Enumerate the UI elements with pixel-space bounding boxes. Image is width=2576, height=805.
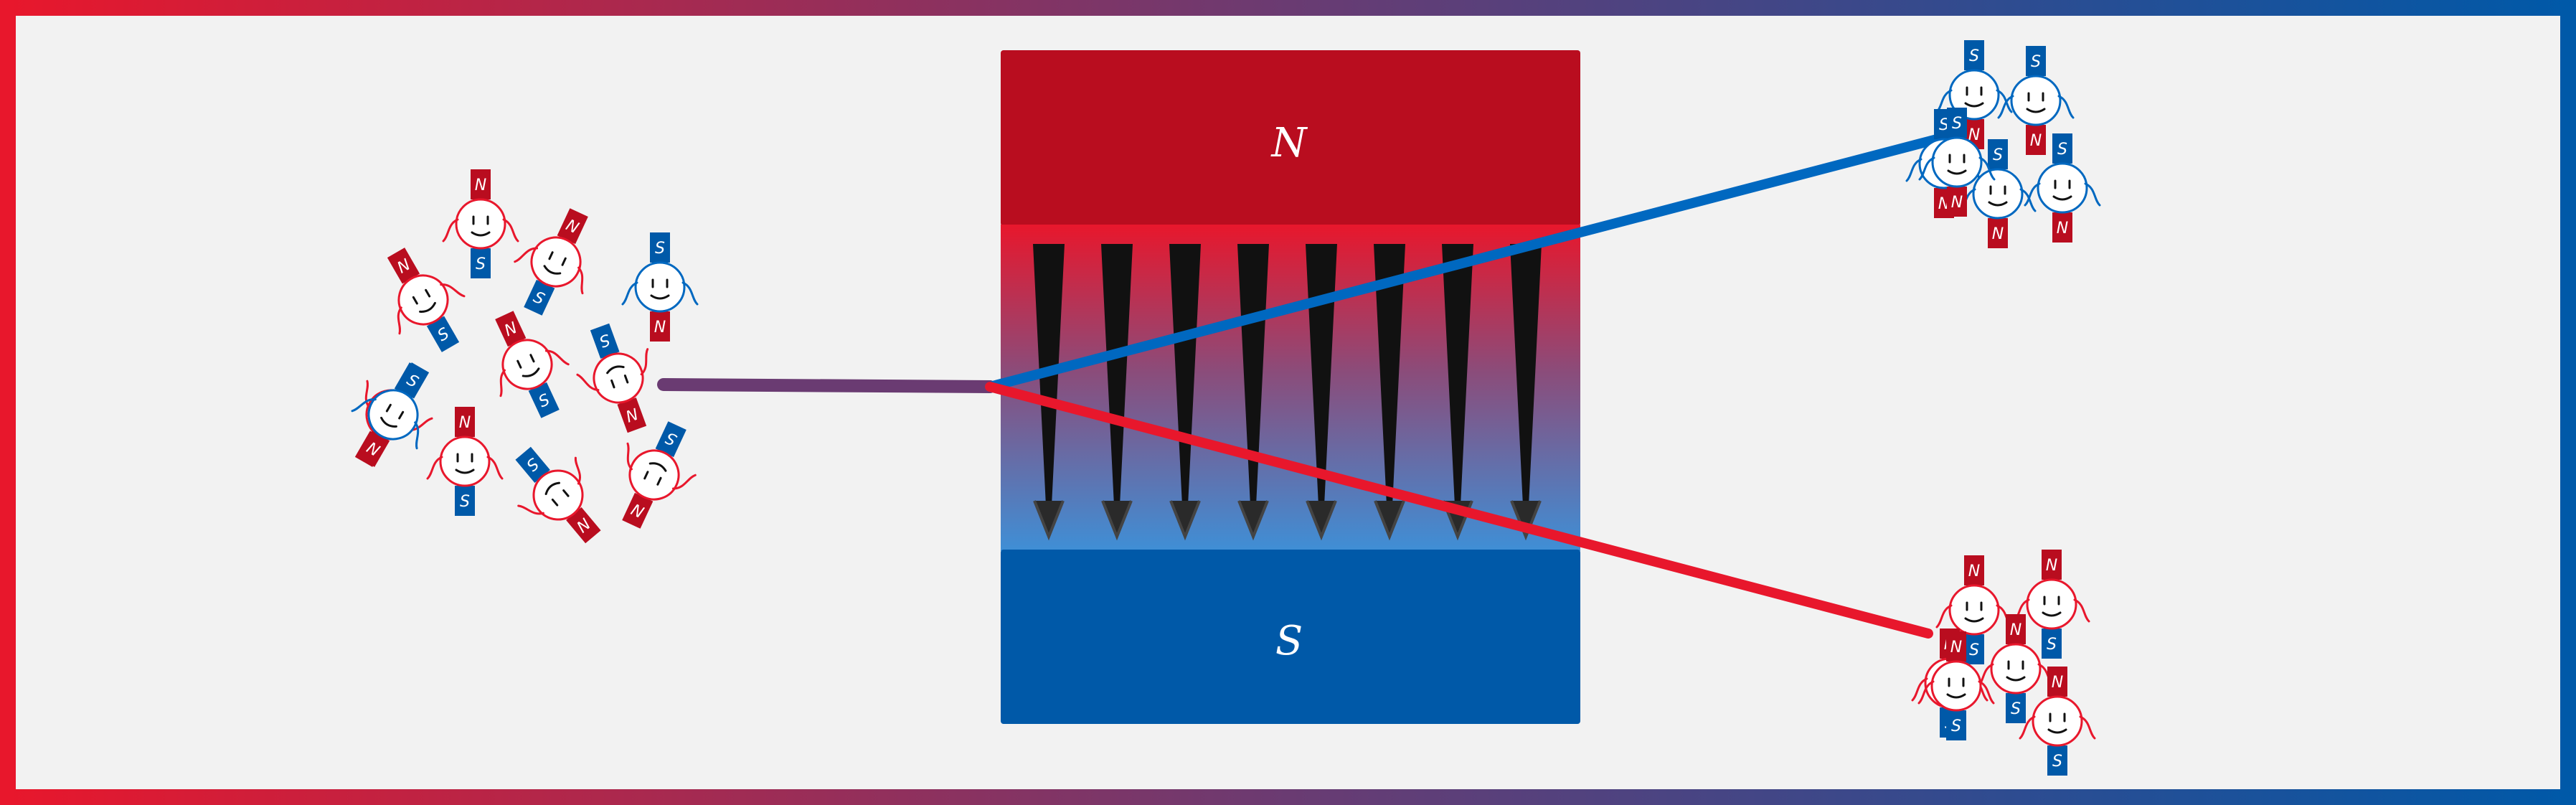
svg-text:N: N bbox=[1950, 639, 1962, 656]
magnet-particle: NS bbox=[515, 446, 601, 544]
svg-text:S: S bbox=[1952, 115, 1962, 133]
svg-text:S: S bbox=[1951, 717, 1961, 735]
field-arrow bbox=[1237, 244, 1269, 541]
magnet-field-region bbox=[1001, 225, 1580, 551]
magnet: N S bbox=[1001, 50, 1580, 724]
magnet-particle: NS bbox=[442, 169, 519, 278]
svg-text:S: S bbox=[1993, 146, 2003, 164]
field-arrow bbox=[1510, 244, 1542, 541]
svg-text:S: S bbox=[2031, 53, 2041, 71]
svg-text:N: N bbox=[1992, 225, 2004, 243]
svg-text:S: S bbox=[2011, 700, 2021, 718]
svg-text:N: N bbox=[2046, 557, 2057, 575]
north-pole-label: N bbox=[1270, 120, 1308, 166]
magnet-south-pole bbox=[1001, 550, 1580, 724]
field-arrows bbox=[1033, 244, 1542, 541]
magnet-particle: SN bbox=[1997, 46, 2075, 155]
svg-text:N: N bbox=[459, 414, 471, 432]
svg-text:N: N bbox=[654, 319, 666, 336]
magnet-particle: NS bbox=[387, 248, 466, 352]
svg-text:N: N bbox=[2052, 674, 2063, 692]
svg-text:S: S bbox=[2052, 753, 2062, 771]
magnet-particle: SN bbox=[621, 232, 699, 342]
magnet-particle: NS bbox=[1917, 631, 1995, 740]
beam-deflected-down bbox=[985, 382, 1933, 639]
magnet-particle: SN bbox=[1935, 40, 2013, 149]
svg-text:S: S bbox=[1939, 116, 1949, 134]
magnet-particle: SN bbox=[2024, 133, 2101, 243]
svg-text:N: N bbox=[1968, 562, 1980, 580]
magnet-particle: NS bbox=[495, 311, 570, 418]
magnet-particle: NS bbox=[426, 407, 504, 516]
svg-text:N: N bbox=[2010, 621, 2021, 639]
svg-text:N: N bbox=[2030, 132, 2042, 150]
magnet-particle: NS bbox=[514, 208, 588, 316]
magnet-particle: NS bbox=[576, 323, 649, 433]
source-particles: NSNSNSSNNSNSNSNSNSNSSN bbox=[351, 169, 699, 544]
svg-text:S: S bbox=[460, 493, 470, 511]
field-arrow bbox=[1374, 244, 1405, 541]
magnet-particle: SN bbox=[351, 362, 430, 467]
field-arrow bbox=[1169, 244, 1201, 541]
svg-text:N: N bbox=[1951, 194, 1963, 212]
svg-text:N: N bbox=[1968, 126, 1980, 144]
field-arrow bbox=[1101, 244, 1133, 541]
svg-text:S: S bbox=[1969, 641, 1979, 659]
field-arrow bbox=[1306, 244, 1337, 541]
incoming-beam bbox=[657, 378, 996, 393]
svg-text:S: S bbox=[1969, 47, 1979, 65]
svg-text:S: S bbox=[476, 255, 486, 273]
magnet-particle: NS bbox=[2013, 550, 2090, 659]
magnet-north-pole bbox=[1001, 50, 1580, 226]
magnet-particle: SN bbox=[1918, 108, 1996, 217]
magnet-particle: NS bbox=[1977, 614, 2054, 723]
south-pole-label: S bbox=[1275, 618, 1303, 664]
svg-text:S: S bbox=[2047, 636, 2057, 654]
svg-text:N: N bbox=[475, 176, 486, 194]
beam-deflected-up bbox=[985, 134, 1942, 392]
svg-text:N: N bbox=[2057, 220, 2068, 237]
magnet-particle: NS bbox=[2019, 667, 2096, 776]
magnet-particle: NS bbox=[622, 421, 697, 529]
svg-text:S: S bbox=[655, 240, 665, 258]
svg-text:S: S bbox=[2057, 141, 2067, 159]
